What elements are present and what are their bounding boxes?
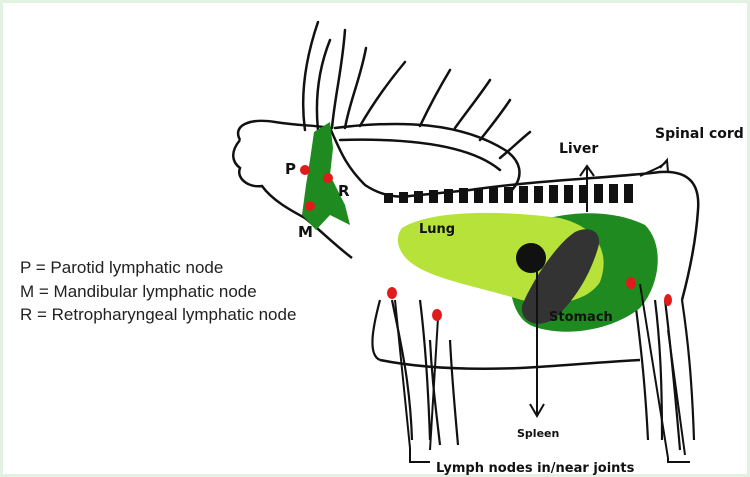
legend: P = Parotid lymphatic node M = Mandibula… bbox=[20, 256, 296, 327]
label-r: R bbox=[338, 182, 350, 200]
lymph-bracket bbox=[410, 448, 690, 462]
label-p: P bbox=[285, 160, 296, 178]
label-stomach: Stomach bbox=[549, 310, 613, 325]
label-m: M bbox=[298, 223, 313, 241]
label-spleen: Spleen bbox=[517, 427, 559, 440]
joint-node-4 bbox=[664, 294, 672, 306]
retropharyngeal-node bbox=[323, 173, 333, 183]
spinal-cord bbox=[384, 184, 633, 203]
joint-node-1 bbox=[387, 287, 397, 299]
label-lung: Lung bbox=[419, 222, 455, 237]
label-liver: Liver bbox=[559, 141, 598, 157]
parotid-node bbox=[300, 165, 310, 175]
label-spinal-cord: Spinal cord bbox=[655, 126, 744, 142]
legend-item-parotid: P = Parotid lymphatic node bbox=[20, 256, 296, 280]
joint-node-3 bbox=[626, 277, 636, 289]
joint-node-2 bbox=[432, 309, 442, 321]
label-lymph-nodes: Lymph nodes in/near joints bbox=[436, 461, 635, 476]
antlers bbox=[303, 22, 530, 190]
legend-item-mandibular: M = Mandibular lymphatic node bbox=[20, 280, 296, 304]
mandibular-node bbox=[305, 201, 315, 211]
legend-item-retropharyngeal: R = Retropharyngeal lymphatic node bbox=[20, 303, 296, 327]
spleen-organ bbox=[516, 243, 546, 273]
